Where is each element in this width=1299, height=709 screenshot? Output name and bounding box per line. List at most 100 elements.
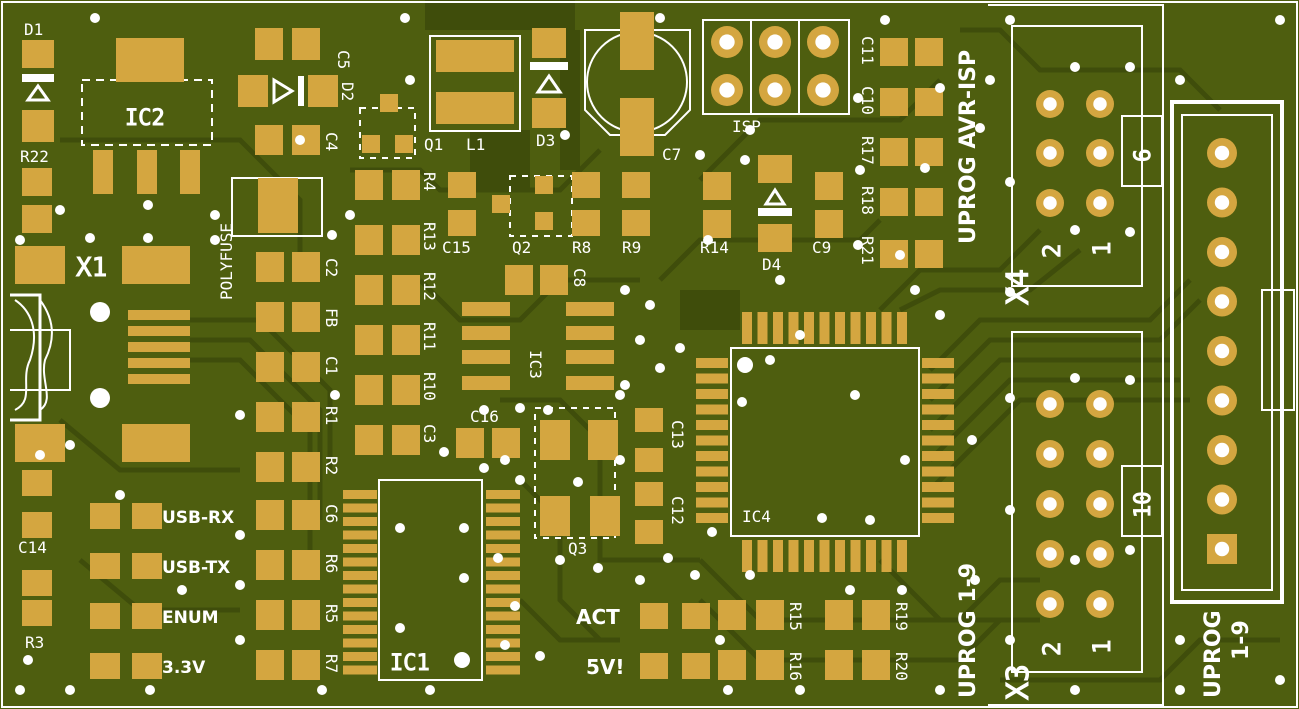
ic4-pin: [881, 540, 892, 572]
ic4-pin: [696, 420, 728, 430]
label-usb-tx: USB-TX: [162, 558, 230, 578]
th-hole: [1093, 447, 1107, 461]
ic4-pin: [922, 373, 954, 384]
th-hole: [815, 34, 831, 50]
ic4-pin: [922, 466, 954, 477]
label-ic4: IC4: [742, 507, 771, 526]
th-hole: [1043, 547, 1057, 561]
ic4-pin: [922, 482, 954, 492]
th-hole: [1043, 146, 1057, 160]
ic1-pin: [486, 571, 520, 580]
th-hole: [1043, 597, 1057, 611]
ic1-pin: [343, 544, 377, 553]
ic4-pin: [696, 404, 728, 415]
via: [479, 463, 489, 473]
ic1-pin: [343, 638, 377, 648]
label-c7: C7: [662, 145, 681, 164]
via: [880, 15, 890, 25]
ic1-pin: [343, 584, 377, 594]
label-3v3: 3.3V: [162, 658, 206, 678]
label-5v: 5V!: [586, 655, 625, 679]
label-d3: D3: [536, 131, 555, 150]
ic1-pin: [343, 503, 377, 513]
label-c2: C2: [322, 258, 341, 277]
ic1-pin: [486, 598, 520, 607]
label-r4: R4: [420, 172, 439, 191]
via: [235, 580, 245, 590]
ic4-pin: [757, 312, 768, 344]
via: [1005, 635, 1015, 645]
ic4-pin: [922, 404, 954, 415]
via: [817, 513, 827, 523]
label-r8: R8: [572, 238, 591, 257]
ic4-pin: [835, 540, 845, 572]
ic4-pin: [788, 540, 799, 572]
label-c13: C13: [668, 420, 687, 449]
via: [330, 390, 340, 400]
via: [1070, 373, 1080, 383]
ic4-pin: [922, 420, 954, 430]
label-uprog-isp: UPROG AVR-ISP: [956, 50, 981, 244]
via: [1275, 675, 1285, 685]
via: [493, 553, 503, 563]
ic4-pin: [897, 540, 907, 572]
via: [500, 455, 510, 465]
ic1-pin: [486, 503, 520, 513]
via: [235, 530, 245, 540]
label-r18: R18: [858, 186, 877, 215]
ic4-pin: [696, 451, 728, 461]
th-hole: [1093, 597, 1107, 611]
th-hole: [719, 82, 735, 98]
smd-pads: [15, 12, 943, 680]
via: [35, 450, 45, 460]
label-r14: R14: [700, 238, 729, 257]
via: [745, 125, 755, 135]
via: [459, 573, 469, 583]
via: [1005, 15, 1015, 25]
via: [515, 475, 525, 485]
via: [1005, 177, 1015, 187]
via: [970, 575, 980, 585]
vias: [15, 13, 1285, 695]
label-x3-pin10: 10: [1131, 492, 1156, 519]
via: [235, 410, 245, 420]
ic4-pin: [922, 389, 954, 399]
via: [1125, 227, 1135, 237]
label-ic1: IC1: [390, 651, 430, 676]
via: [1125, 375, 1135, 385]
via: [935, 83, 945, 93]
via: [1070, 685, 1080, 695]
via: [560, 130, 570, 140]
ic4-pin: [881, 312, 892, 344]
label-c14: C14: [18, 538, 47, 557]
ic4-pin: [773, 312, 783, 344]
ic1-pin: [343, 517, 377, 526]
diode-symbols: [22, 62, 792, 216]
ic4-pin: [696, 389, 728, 399]
via: [515, 403, 525, 413]
label-ic2: IC2: [125, 106, 165, 131]
via: [145, 685, 155, 695]
th-hole: [767, 34, 783, 50]
via: [850, 390, 860, 400]
via: [55, 205, 65, 215]
via: [900, 455, 910, 465]
via: [715, 635, 725, 645]
via: [655, 363, 665, 373]
via: [15, 235, 25, 245]
via: [690, 570, 700, 580]
label-x3-pin1: 1: [1088, 640, 1116, 654]
via: [935, 310, 945, 320]
th-hole: [719, 34, 735, 50]
ic4-pin1-marker: [737, 357, 753, 373]
label-r16: R16: [786, 652, 805, 681]
via: [510, 601, 520, 611]
label-c10: C10: [858, 86, 877, 115]
ic4-pin: [866, 540, 876, 572]
via: [765, 355, 775, 365]
ic1-pin: [486, 530, 520, 540]
label-enum: ENUM: [162, 608, 219, 628]
label-x3: X3: [1001, 664, 1036, 700]
label-uprog-right: UPROG: [1201, 610, 1226, 698]
via: [855, 165, 865, 175]
